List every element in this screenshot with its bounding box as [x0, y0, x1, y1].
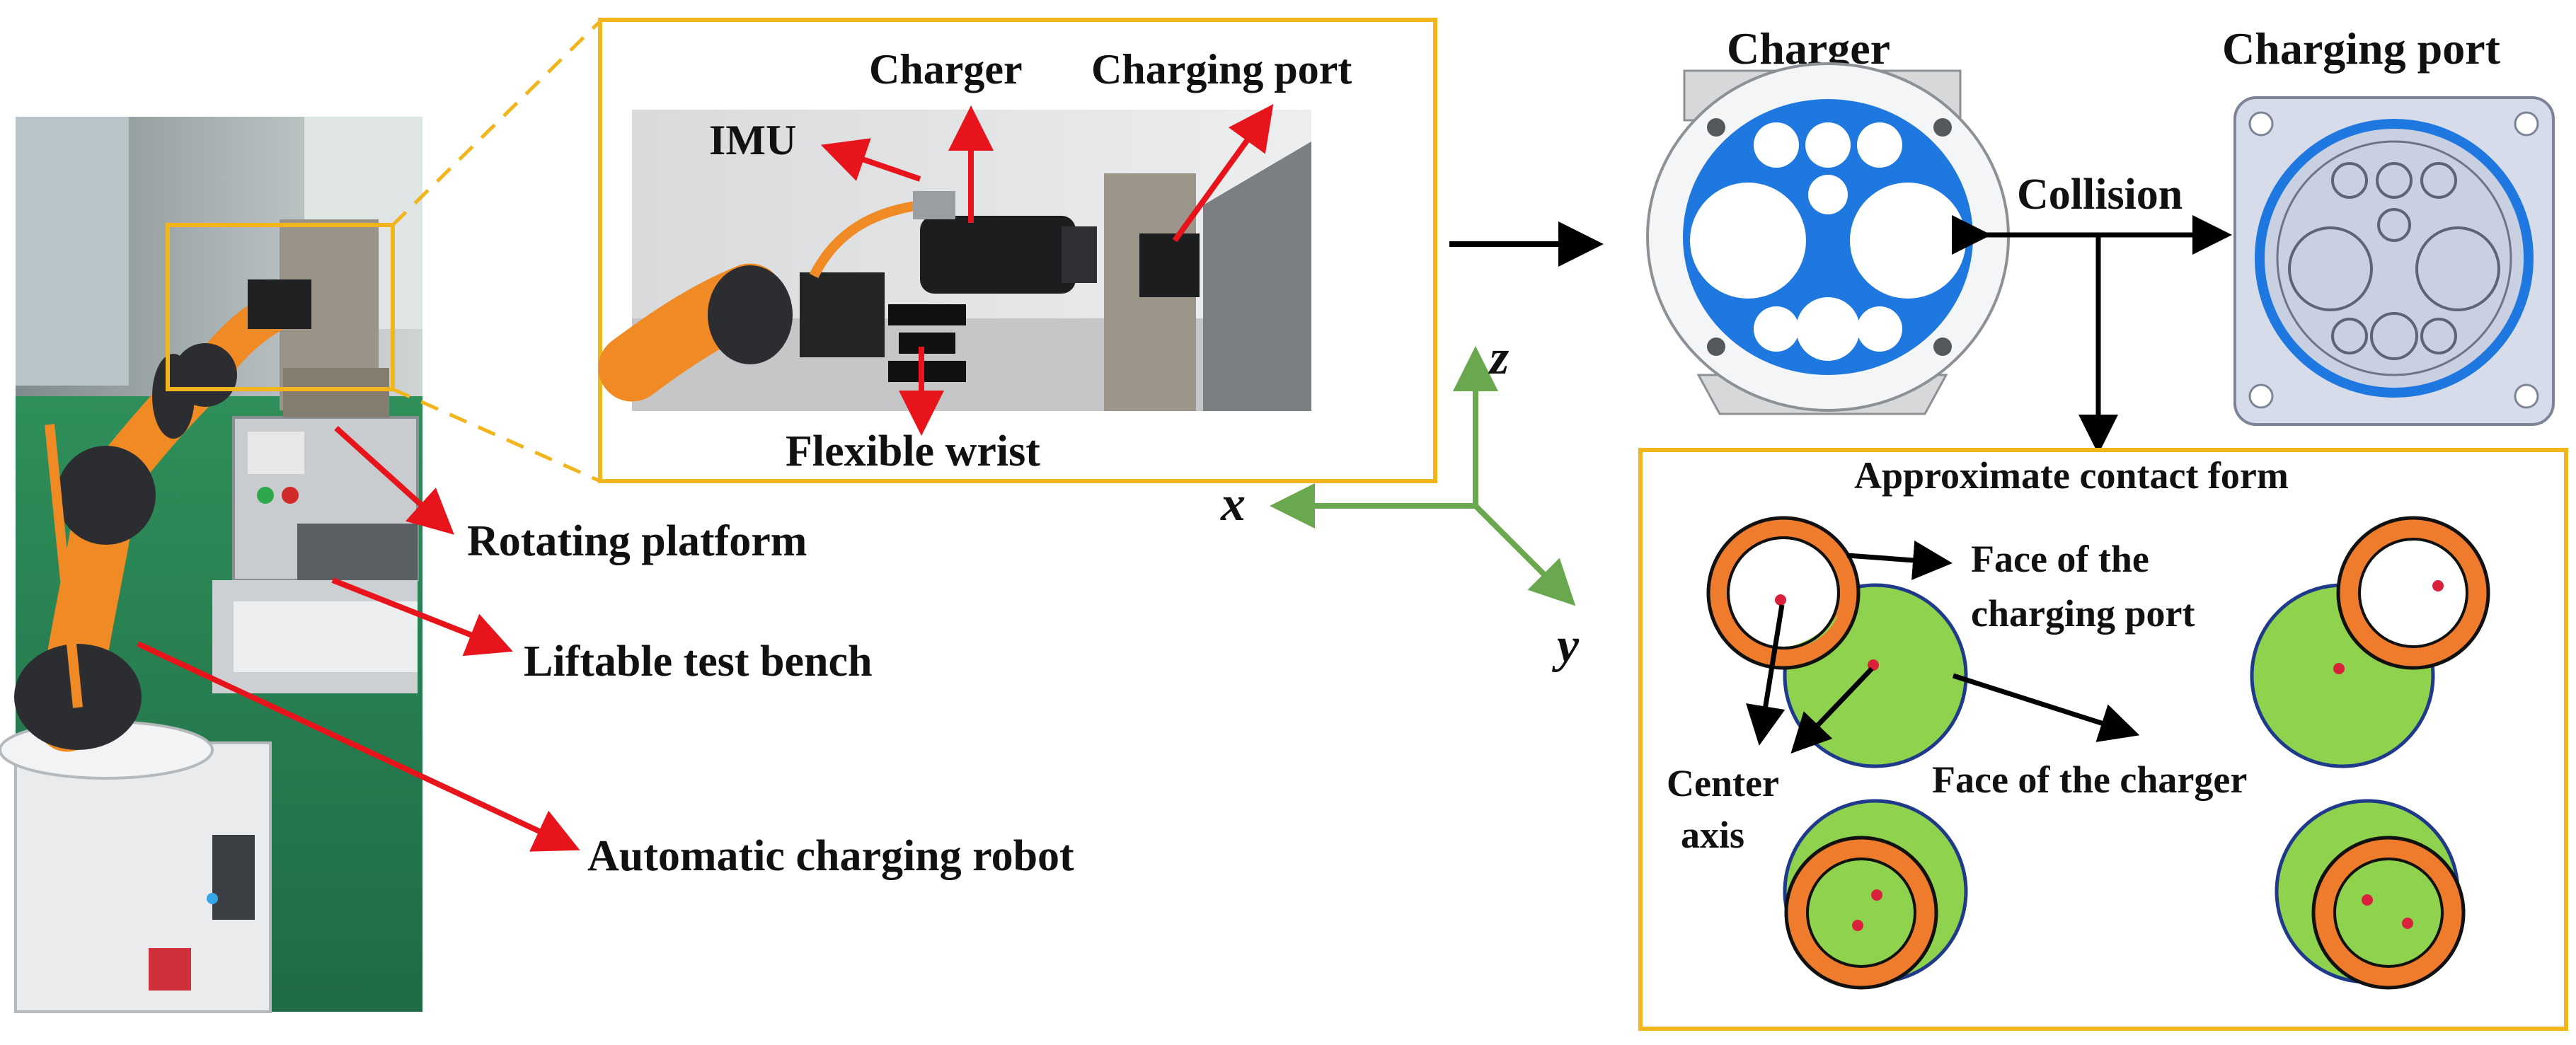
arrow-rotating-platform — [334, 426, 454, 535]
face-port-label-line2: charging port — [1971, 592, 2195, 635]
collision-label: Collision — [2017, 171, 2183, 219]
contact-case-2 — [2250, 516, 2490, 768]
label-charging-port: Charging port — [1091, 46, 1352, 93]
arrow-charging-port — [1172, 104, 1274, 243]
coordinate-axes: z x y — [1220, 330, 1580, 673]
charging-port-drawing — [2233, 96, 2555, 426]
label-flexible-wrist: Flexible wrist — [786, 427, 1040, 475]
x-axis-label: x — [1220, 477, 1246, 531]
robot-photo — [0, 117, 422, 1013]
label-imu: IMU — [709, 117, 796, 163]
z-axis-label: z — [1488, 330, 1509, 385]
arrow-liftable-test-bench — [331, 577, 513, 657]
contact-form-title: Approximate contact form — [1854, 454, 2289, 497]
arrow-imu — [820, 138, 921, 182]
face-port-label-line1: Face of the — [1971, 538, 2149, 580]
arrow-face-charger — [1952, 673, 2140, 742]
y-axis-label: y — [1552, 618, 1580, 673]
arrow-face-port — [1846, 540, 1953, 580]
photo-zoom-box — [166, 223, 395, 391]
contact-case-4 — [2275, 799, 2466, 990]
arrow-center-axis-1 — [1746, 604, 1786, 746]
label-automatic-charging-robot: Automatic charging robot — [587, 832, 1074, 880]
contact-case-3 — [1783, 799, 1968, 990]
center-axis-label-line1: Center — [1667, 762, 1779, 804]
charger-face-drawing — [1646, 62, 2010, 415]
face-charger-label: Face of the charger — [1932, 758, 2247, 801]
y-axis — [1473, 504, 1576, 606]
center-axis-label-line2: axis — [1681, 814, 1744, 856]
zoom-line-bottom — [391, 387, 602, 483]
arrow-center-axis-2 — [1790, 666, 1874, 754]
label-rotating-platform: Rotating platform — [467, 517, 807, 565]
label-liftable-test-bench: Liftable test bench — [524, 637, 873, 686]
charging-port-title: Charging port — [2222, 23, 2501, 74]
zoom-line-top — [391, 20, 602, 226]
label-charger: Charger — [869, 46, 1023, 93]
arrow-automatic-charging-robot — [137, 641, 580, 852]
